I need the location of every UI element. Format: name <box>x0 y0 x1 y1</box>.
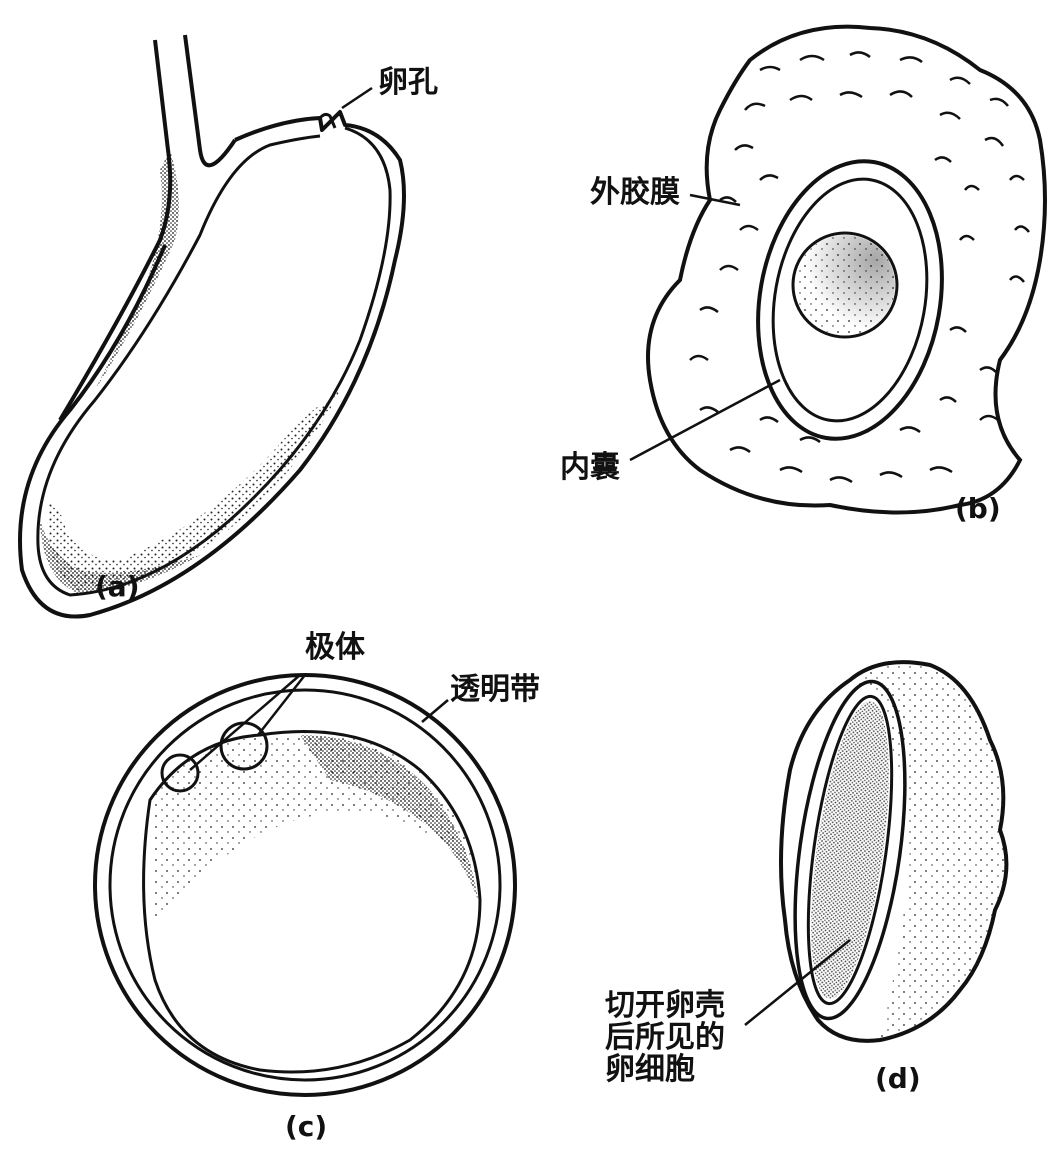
panel-c-drawing <box>95 675 515 1095</box>
label-outer-gelatinous-membrane: 外胶膜 <box>590 175 680 211</box>
panel-d-letter: (d) <box>875 1062 921 1095</box>
panel-b-letter: (b) <box>955 492 1001 525</box>
panel-c-letter: (c) <box>285 1110 327 1143</box>
label-inner-capsule: 内囊 <box>560 450 620 486</box>
panel-b-drawing <box>648 27 1045 513</box>
label-micropyle: 卵孔 <box>378 65 438 101</box>
label-polar-body: 极体 <box>305 630 365 666</box>
leader-line-micropyle <box>342 88 372 108</box>
label-zona-pellucida: 透明带 <box>450 672 540 708</box>
panel-a-letter: (a) <box>95 570 140 603</box>
panel-a-drawing <box>20 35 404 617</box>
panel-d-drawing <box>777 662 1007 1041</box>
label-egg-cell-after-cut: 切开卵壳 后所见的 卵细胞 <box>605 990 725 1086</box>
